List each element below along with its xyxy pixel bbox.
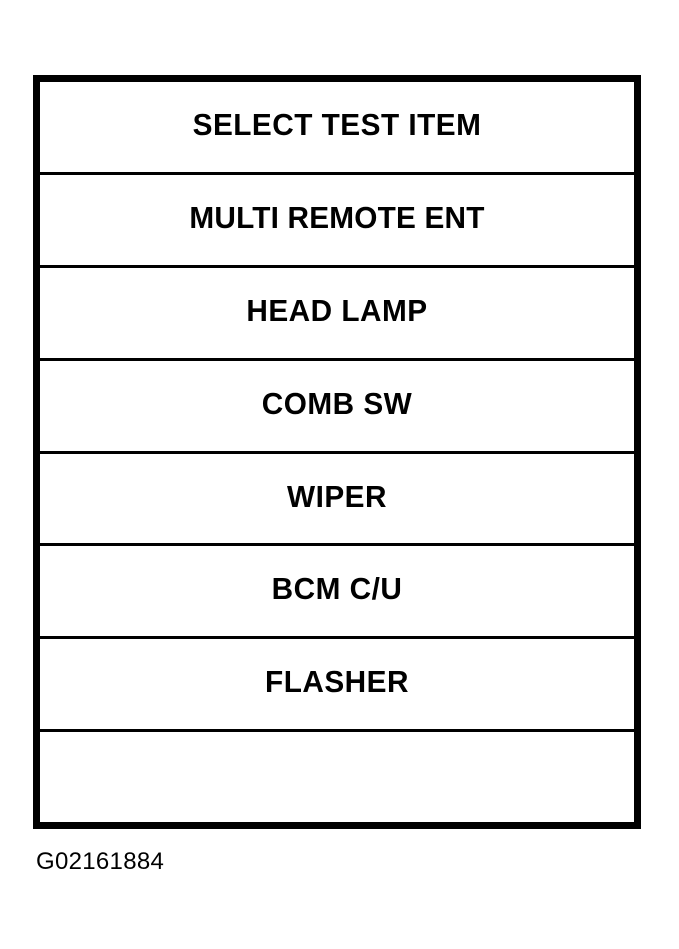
menu-row-label: WIPER: [287, 478, 387, 514]
menu-row-select-test-item[interactable]: SELECT TEST ITEM: [40, 82, 634, 175]
menu-row-label: MULTI REMOTE ENT: [189, 199, 485, 235]
menu-row-label: HEAD LAMP: [246, 292, 428, 328]
menu-row-bcm-cu[interactable]: BCM C/U: [40, 546, 634, 640]
menu-row-flasher[interactable]: FLASHER: [40, 639, 634, 733]
menu-row-head-lamp[interactable]: HEAD LAMP: [40, 267, 634, 361]
menu-row-label: FLASHER: [265, 664, 409, 700]
menu-row-label: COMB SW: [261, 385, 413, 421]
menu-row-blank[interactable]: [40, 732, 634, 822]
select-test-item-menu-box: SELECT TEST ITEM MULTI REMOTE ENT HEAD L…: [33, 75, 641, 829]
menu-row-label: BCM C/U: [271, 571, 403, 607]
menu-row-multi-remote-ent[interactable]: MULTI REMOTE ENT: [40, 174, 634, 268]
menu-row-wiper[interactable]: WIPER: [40, 453, 634, 547]
menu-row-comb-sw[interactable]: COMB SW: [40, 360, 634, 454]
menu-row-label: SELECT TEST ITEM: [192, 107, 482, 143]
figure-caption: G02161884: [36, 848, 165, 875]
